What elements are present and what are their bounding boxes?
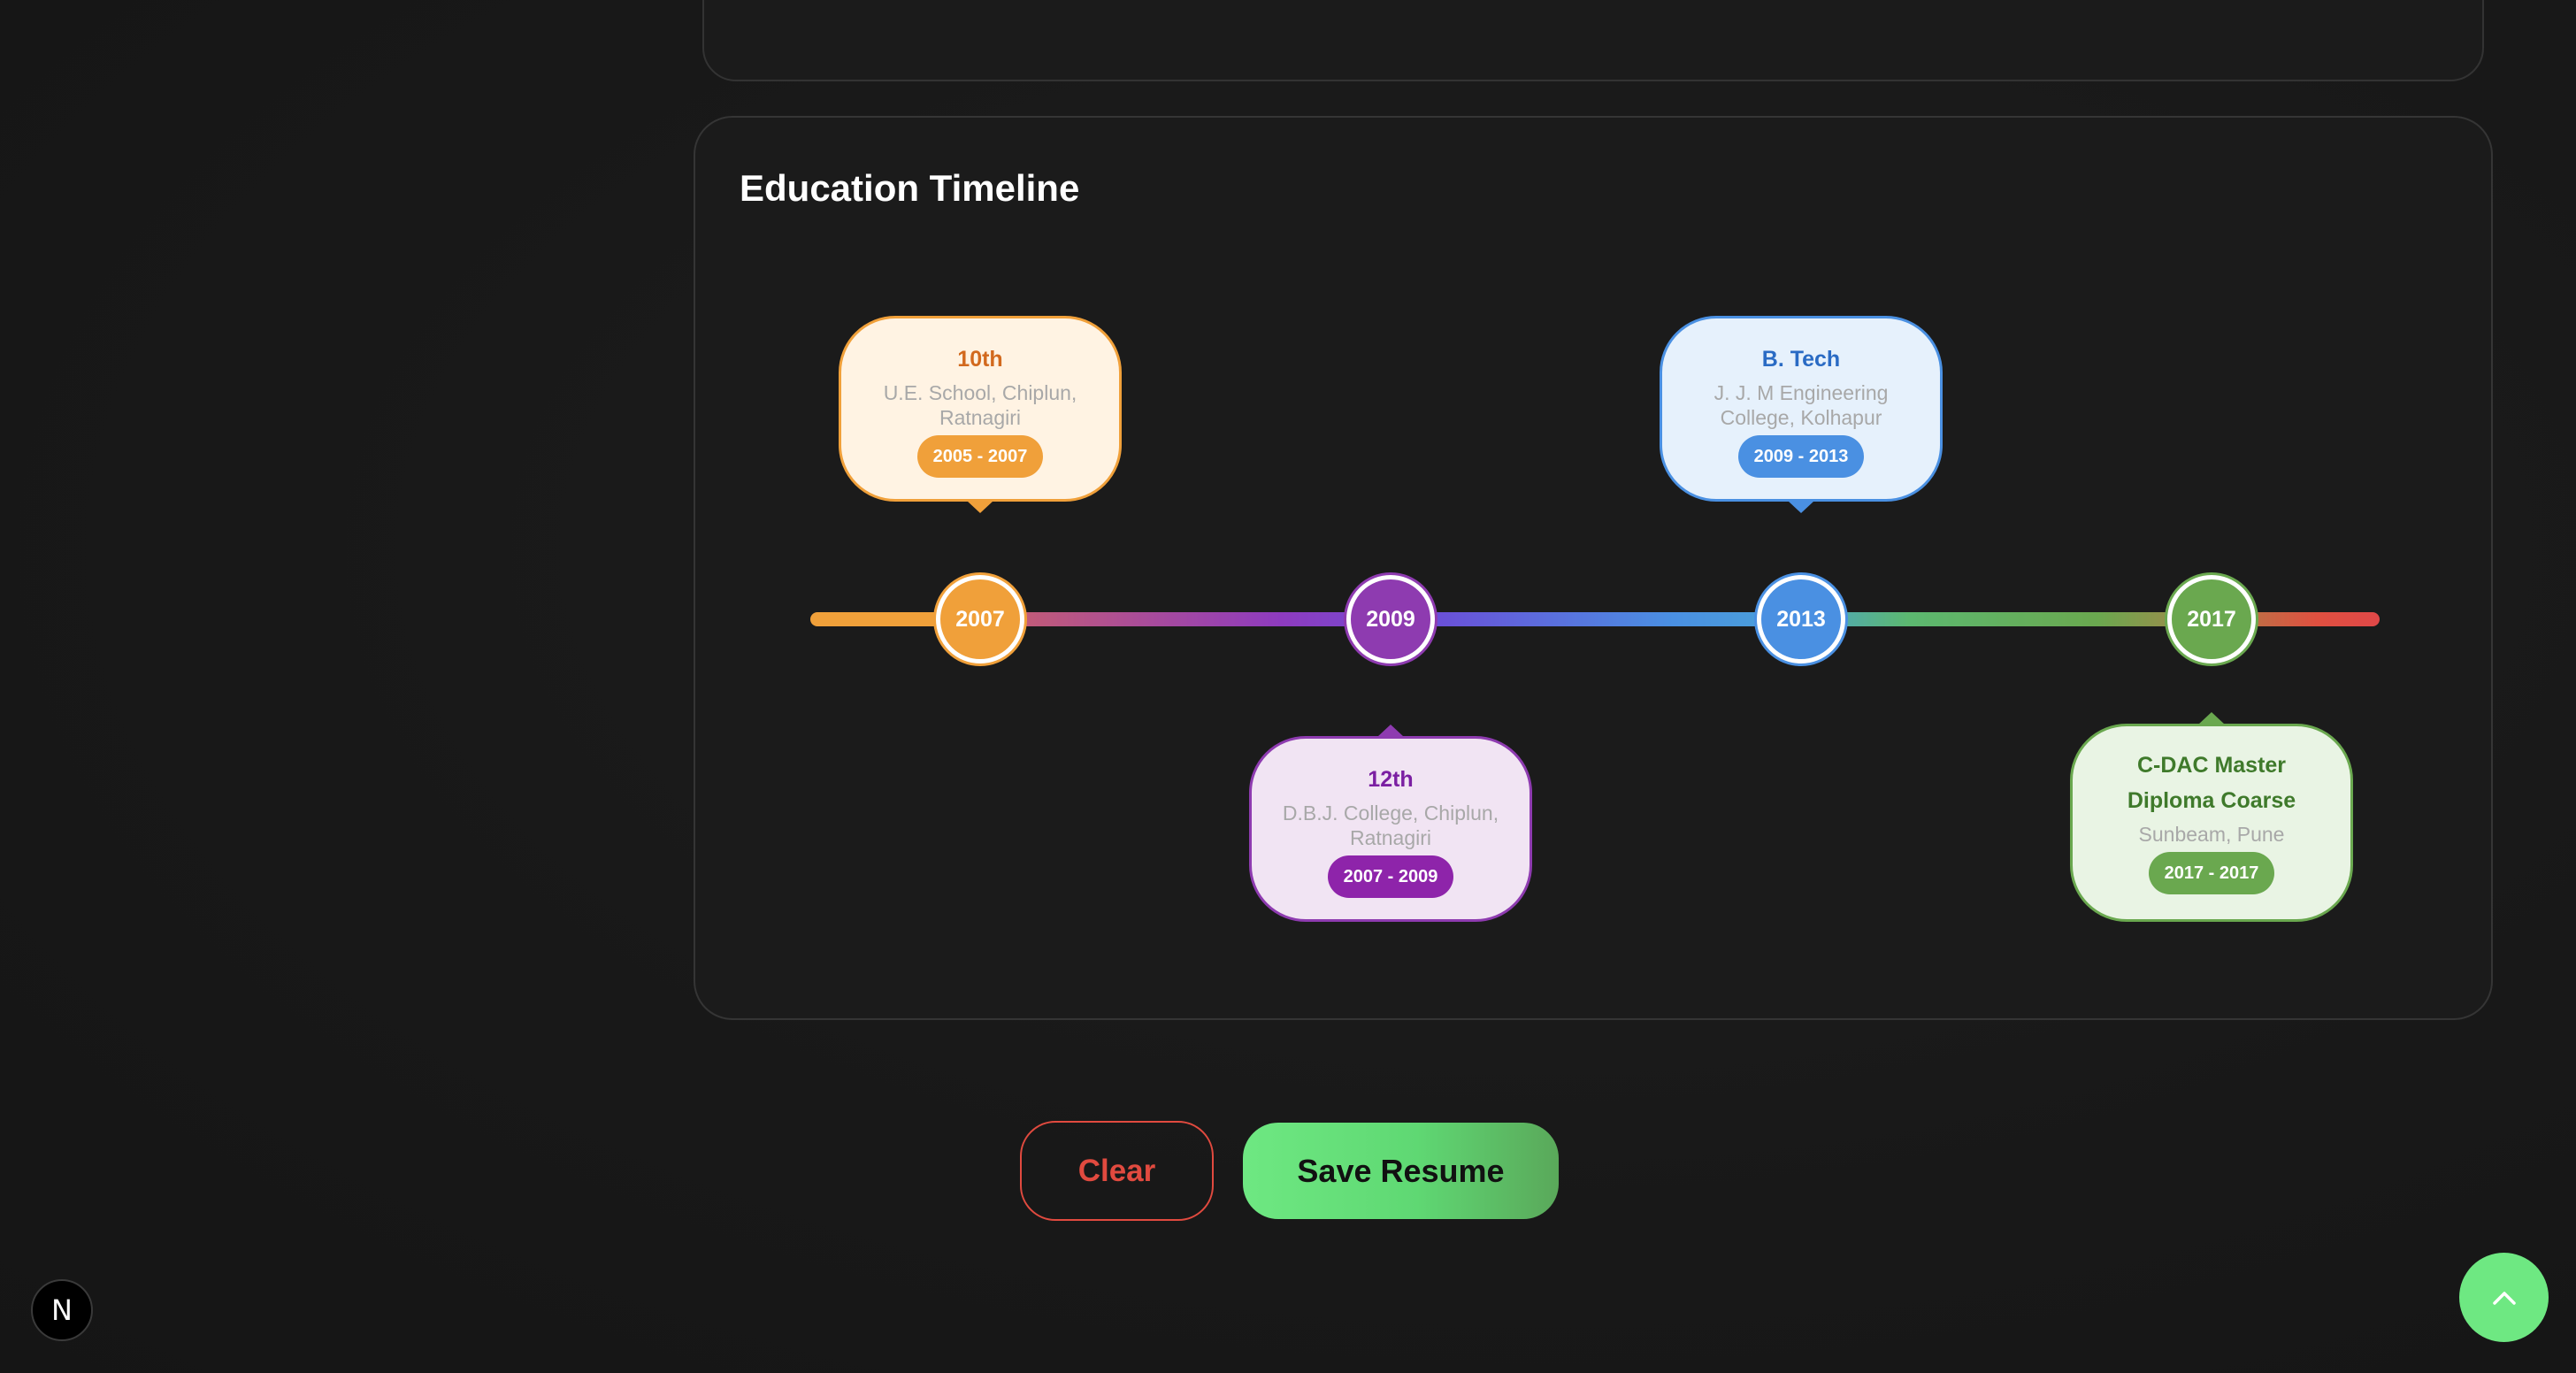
entry-period-badge: 2009 - 2013 <box>1737 435 1865 478</box>
clear-button[interactable]: Clear <box>1020 1121 1214 1221</box>
entry-school: Sunbeam, Pune <box>2138 823 2285 846</box>
timeline-node-2017[interactable]: 2017 <box>2167 575 2256 663</box>
section-title: Education Timeline <box>740 167 1080 209</box>
timeline-node-2013[interactable]: 2013 <box>1757 575 1845 663</box>
timeline-node-2007[interactable]: 2007 <box>936 575 1024 663</box>
education-timeline-card: Education Timeline 10th U.E. School, Chi… <box>694 116 2493 1020</box>
save-resume-button[interactable]: Save Resume <box>1243 1123 1559 1219</box>
entry-title: B. Tech <box>1761 347 1841 372</box>
entry-title: C-DAC Master Diploma Coarse <box>2127 753 2296 813</box>
nextjs-letter: N <box>51 1293 73 1327</box>
timeline-entry-btech[interactable]: B. Tech J. J. M Engineering College, Kol… <box>1660 316 1943 513</box>
timeline-entry-12th[interactable]: 12th D.B.J. College, Chiplun, Ratnagiri … <box>1249 725 1532 922</box>
entry-title: 12th <box>1368 767 1414 792</box>
previous-section-card <box>702 0 2484 81</box>
entry-school: J. J. M Engineering College, Kolhapur <box>1714 381 1889 429</box>
timeline-entry-cdac[interactable]: C-DAC Master Diploma Coarse Sunbeam, Pun… <box>2070 712 2353 922</box>
entry-title: 10th <box>957 347 1003 372</box>
nextjs-icon[interactable]: N <box>31 1279 93 1341</box>
timeline-node-2009[interactable]: 2009 <box>1346 575 1435 663</box>
entry-school: U.E. School, Chiplun, Ratnagiri <box>883 381 1077 429</box>
entry-school: D.B.J. College, Chiplun, Ratnagiri <box>1282 802 1499 849</box>
scroll-to-top-button[interactable] <box>2459 1253 2549 1342</box>
entry-period-badge: 2007 - 2009 <box>1327 855 1454 898</box>
timeline-line <box>810 612 2380 626</box>
timeline-entry-10th[interactable]: 10th U.E. School, Chiplun, Ratnagiri 200… <box>839 316 1122 513</box>
chevron-up-icon <box>2492 1291 2516 1305</box>
entry-period-badge: 2005 - 2007 <box>916 435 1044 478</box>
entry-period-badge: 2017 - 2017 <box>2148 852 2275 894</box>
